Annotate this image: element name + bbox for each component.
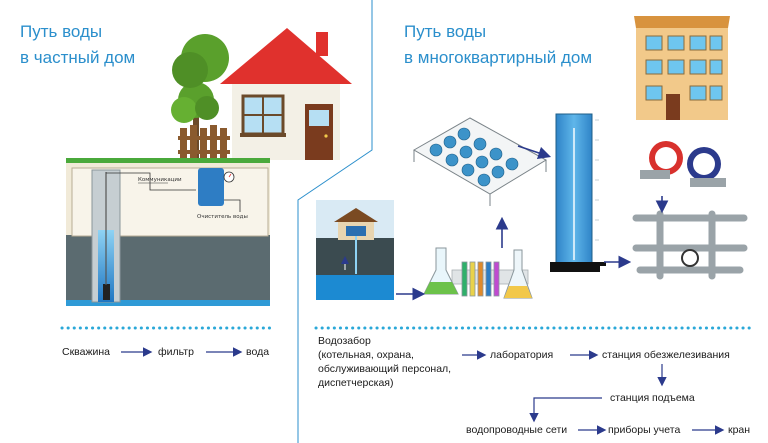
flow-intake-line2: обслуживающий персонал, (318, 362, 451, 376)
flow-tap: кран (728, 423, 750, 437)
water-tower-illustration (550, 114, 606, 272)
flow-step-water: вода (246, 345, 269, 359)
water-cleaner-label: Очиститель воды (197, 214, 248, 220)
laboratory-illustration (424, 248, 532, 298)
flow-step-well: Скважина (62, 345, 110, 359)
flow-meters: приборы учета (608, 423, 680, 437)
flow-intake-title: Водозабор (318, 334, 371, 348)
deferrization-station-illustration (414, 118, 546, 206)
private-title-line1: Путь воды (20, 20, 102, 44)
flow-deferrization: станция обезжелезивания (602, 348, 730, 362)
apartment-title-line2: в многоквартирный дом (404, 46, 592, 70)
communications-label: Коммуникации (138, 177, 182, 183)
flow-intake-line3: диспетчерская) (318, 376, 393, 390)
water-meters-illustration (640, 141, 726, 187)
private-title-line2: в частный дом (20, 46, 135, 70)
flow-water-network: водопроводные сети (466, 423, 567, 437)
apartment-title-line1: Путь воды (404, 20, 486, 44)
apartment-building-illustration (634, 16, 730, 120)
water-intake-illustration (316, 200, 394, 300)
flow-intake-line1: (котельная, охрана, (318, 348, 414, 362)
flow-laboratory: лаборатория (490, 348, 553, 362)
water-pipes-illustration (636, 214, 744, 276)
flow-lifting-station: станция подъема (610, 391, 695, 405)
private-house-illustration (171, 28, 352, 160)
flow-step-filter: фильтр (158, 345, 194, 359)
